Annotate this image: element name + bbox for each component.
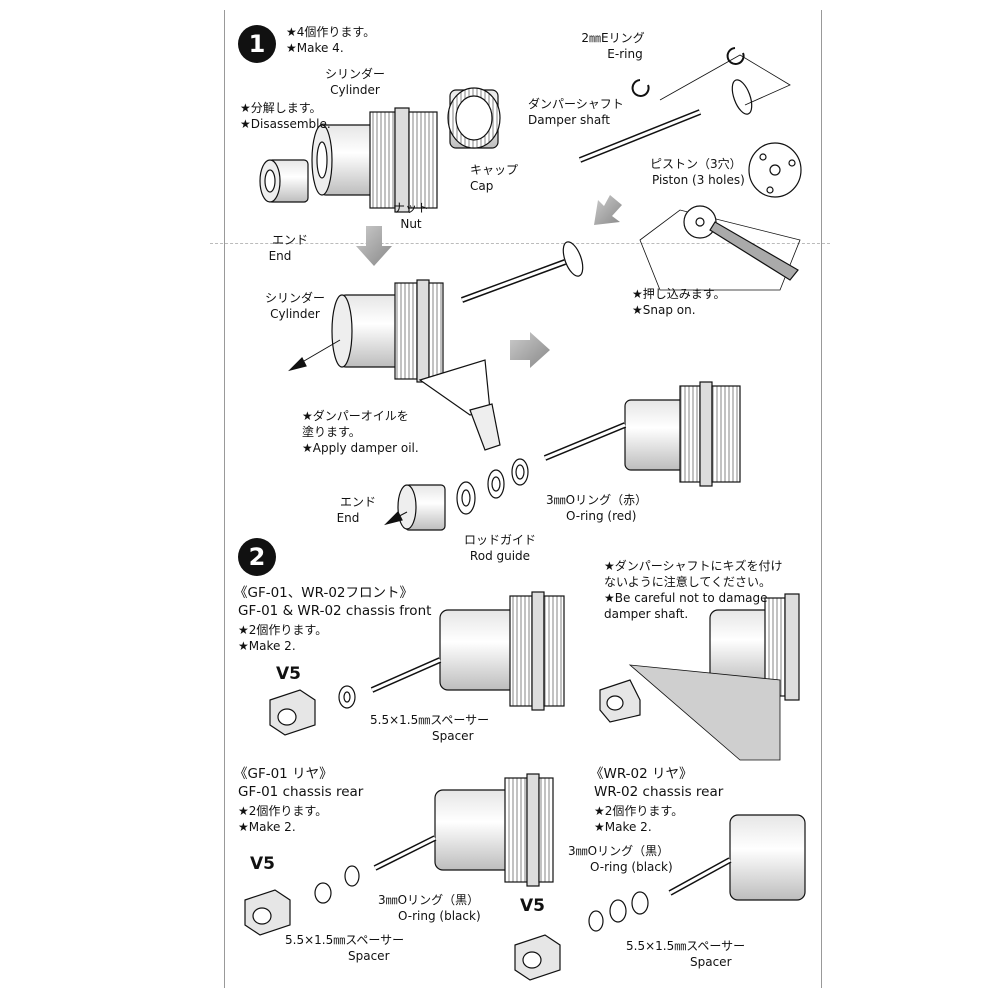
end-label-en: End — [268, 249, 292, 263]
oil-label-jp-2: 塗ります。 — [302, 425, 361, 439]
caution-jp-1: ★ダンパーシャフトにキズを付け — [604, 559, 783, 573]
gf01-rear-oring-jp: 3㎜Oリング（黒） — [378, 893, 480, 907]
end2-label-en: End — [336, 511, 360, 525]
cap-label-en: Cap — [470, 179, 494, 193]
oring-red-label-jp: 3㎜Oリング（赤） — [546, 493, 648, 507]
cylinder2-label-jp: シリンダー — [264, 291, 325, 305]
wr02-rear-title-jp: 《WR-02 リヤ》 — [590, 766, 693, 782]
snap-on-label-jp: ★押し込みます。 — [632, 287, 726, 301]
damper-shaft-1 — [578, 47, 802, 198]
rod-guide-label-en: Rod guide — [469, 549, 531, 563]
ering-label-jp: 2㎜Eリング — [581, 31, 645, 45]
gf01-rear-spacer-en: Spacer — [348, 949, 390, 963]
gf01-rear-title-en: GF-01 chassis rear — [238, 784, 364, 800]
front-title-jp: 《GF-01、WR-02フロント》 — [234, 585, 414, 601]
rod-guide-label-jp: ロッドガイド — [463, 533, 536, 547]
gf01-rear-spacer-jp: 5.5×1.5㎜スペーサー — [285, 933, 405, 947]
front-v5-label: V5 — [276, 664, 301, 684]
process-arrow-right — [510, 332, 550, 368]
page-border — [224, 10, 822, 988]
process-arrow-down-1 — [356, 226, 392, 266]
cap-part-1 — [447, 87, 501, 149]
damper-shaft-label-en: Damper shaft — [528, 113, 610, 127]
front-make-en: ★Make 2. — [238, 639, 296, 653]
cylinder-assembly-3 — [543, 381, 741, 487]
oil-label-jp-1: ★ダンパーオイルを — [302, 409, 409, 423]
step1-make-en: ★Make 4. — [286, 41, 344, 55]
wr02-rear-v5-label: V5 — [520, 896, 545, 916]
step-1-number: 1 — [238, 25, 276, 63]
snap-on-label-en: ★Snap on. — [632, 303, 696, 317]
front-shock — [269, 591, 565, 736]
gf01-rear-oring-en: O-ring (black) — [398, 909, 481, 923]
wr02-rear-title-en: WR-02 chassis rear — [594, 784, 724, 800]
caution-illustration — [599, 593, 800, 761]
nut-label-jp: ナット — [392, 201, 429, 215]
o-rings-and-end — [384, 458, 529, 531]
fold-line — [210, 243, 830, 244]
nut-label-en: Nut — [400, 217, 422, 231]
cylinder2-label-en: Cylinder — [270, 307, 320, 321]
step1-make-jp: ★4個作ります。 — [286, 25, 376, 39]
process-arrow-down-2 — [594, 195, 622, 225]
cylinder-assembly-2 — [288, 241, 584, 383]
cap-label-jp: キャップ — [470, 163, 519, 177]
oring-red-label-en: O-ring (red) — [566, 509, 637, 523]
front-spacer-en: Spacer — [432, 729, 474, 743]
snap-on-detail — [639, 205, 801, 291]
damper-shaft-label-jp: ダンパーシャフト — [528, 97, 624, 111]
caution-en-2: damper shaft. — [604, 607, 689, 621]
wr02-rear-spacer-en: Spacer — [690, 955, 732, 969]
gf01-rear-shock — [244, 773, 554, 936]
gf01-rear-make-en: ★Make 2. — [238, 820, 296, 834]
end-label-jp: エンド — [271, 233, 308, 247]
wr02-rear-spacer-jp: 5.5×1.5㎜スペーサー — [626, 939, 746, 953]
oil-tube — [418, 359, 501, 451]
cylinder-label-en: Cylinder — [330, 83, 380, 97]
disassemble-label-jp: ★分解します。 — [240, 101, 322, 115]
disassemble-label-en: ★Disassemble. — [240, 117, 331, 131]
caution-en-1: ★Be careful not to damage — [604, 591, 768, 605]
piston-label-en: Piston (3 holes) — [652, 173, 745, 187]
cylinder-label-jp: シリンダー — [324, 67, 385, 81]
front-make-jp: ★2個作ります。 — [238, 623, 328, 637]
end2-label-jp: エンド — [339, 495, 376, 509]
cylinder-part-1 — [311, 107, 438, 213]
piston-label-jp: ピストン（3穴） — [650, 157, 742, 171]
gf01-rear-v5-label: V5 — [250, 854, 275, 874]
gf01-rear-make-jp: ★2個作ります。 — [238, 804, 328, 818]
oil-label-en: ★Apply damper oil. — [302, 441, 419, 455]
end-part-1 — [259, 159, 309, 203]
wr02-rear-make-en: ★Make 2. — [594, 820, 652, 834]
ering-label-en: E-ring — [607, 47, 643, 61]
front-title-en: GF-01 & WR-02 chassis front — [238, 603, 432, 619]
wr02-rear-shock — [514, 814, 806, 981]
wr02-rear-oring-jp: 3㎜Oリング（黒） — [568, 844, 670, 858]
caution-jp-2: ないように注意してください。 — [604, 575, 772, 589]
gf01-rear-title-jp: 《GF-01 リヤ》 — [234, 766, 333, 782]
front-spacer-jp: 5.5×1.5㎜スペーサー — [370, 713, 490, 727]
wr02-rear-make-jp: ★2個作ります。 — [594, 804, 684, 818]
wr02-rear-oring-en: O-ring (black) — [590, 860, 673, 874]
step-2-number: 2 — [238, 538, 276, 576]
